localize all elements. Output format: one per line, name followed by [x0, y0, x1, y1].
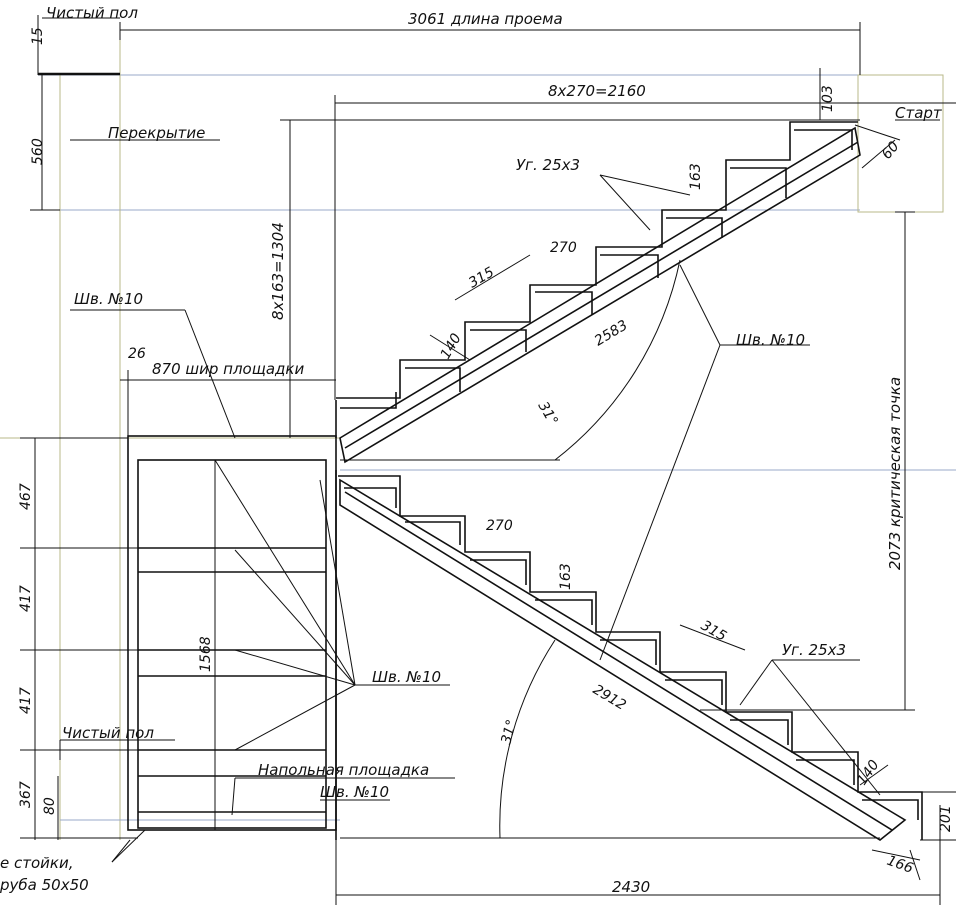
- landing-frame: [127, 435, 337, 831]
- dim-2912: 2912: [590, 682, 629, 714]
- dim-31-bottom: 31°: [498, 718, 520, 746]
- label-posts-line2: руба 50x50: [0, 876, 89, 894]
- label-start: Старт: [895, 104, 943, 122]
- upper-stringer: [339, 126, 861, 464]
- lower-stringer: [339, 478, 907, 841]
- dim-417-a: 417: [18, 585, 34, 612]
- dim-467: 467: [18, 483, 34, 510]
- label-top-run: 8x270=2160: [548, 82, 646, 100]
- dim-315-top: 315: [466, 264, 497, 291]
- label-top-height: 8x163=1304: [269, 222, 287, 320]
- label-bottom-run: 2430: [612, 878, 650, 896]
- dim-26: 26: [128, 346, 146, 362]
- dim-315-bottom: 315: [698, 618, 729, 645]
- dim-270-bottom: 270: [486, 518, 513, 534]
- angle-arc-top: [554, 259, 681, 461]
- label-overlap: Перекрытие: [108, 124, 205, 142]
- dim-31-top: 31°: [535, 399, 561, 429]
- upper-steps: [335, 121, 858, 438]
- dim-15: 15: [30, 27, 46, 45]
- leader-lines: [59, 119, 940, 863]
- dim-201: 201: [938, 805, 954, 832]
- label-channel-left: Шв. №10: [74, 290, 143, 308]
- dim-60: 60: [879, 139, 903, 163]
- label-landing-width: 870 шир площадки: [152, 360, 304, 378]
- dim-163-top: 163: [688, 163, 704, 190]
- dim-367: 367: [18, 781, 34, 808]
- dim-270-top: 270: [550, 240, 577, 256]
- dim-1568: 1568: [198, 636, 214, 672]
- label-critical-point: 2073 критическая точка: [886, 377, 904, 570]
- label-channel-right: Шв. №10: [736, 331, 805, 349]
- start-block: [857, 74, 944, 213]
- dim-163-bottom: 163: [558, 563, 574, 590]
- label-angle-bottom: Уг. 25x3: [782, 641, 846, 659]
- label-clean-floor-bottom: Чистый пол: [62, 724, 154, 742]
- dim-417-b: 417: [18, 687, 34, 714]
- dim-140-top: 140: [438, 331, 465, 362]
- dim-2583: 2583: [592, 317, 631, 349]
- label-angle-top: Уг. 25x3: [516, 156, 580, 174]
- angle-arc-bottom: [499, 639, 556, 839]
- dim-166: 166: [885, 853, 916, 877]
- dim-103: 103: [820, 85, 836, 112]
- label-channel-bottom: Шв. №10: [320, 783, 389, 801]
- label-opening-length: 3061 длина проема: [408, 10, 563, 28]
- dim-560: 560: [30, 138, 46, 165]
- label-channel-center: Шв. №10: [372, 668, 441, 686]
- label-posts-line1: е стойки,: [0, 854, 73, 872]
- label-floor-landing: Напольная площадка: [258, 761, 429, 779]
- label-clean-floor-top: Чистый пол: [46, 4, 138, 22]
- dim-80: 80: [42, 797, 58, 815]
